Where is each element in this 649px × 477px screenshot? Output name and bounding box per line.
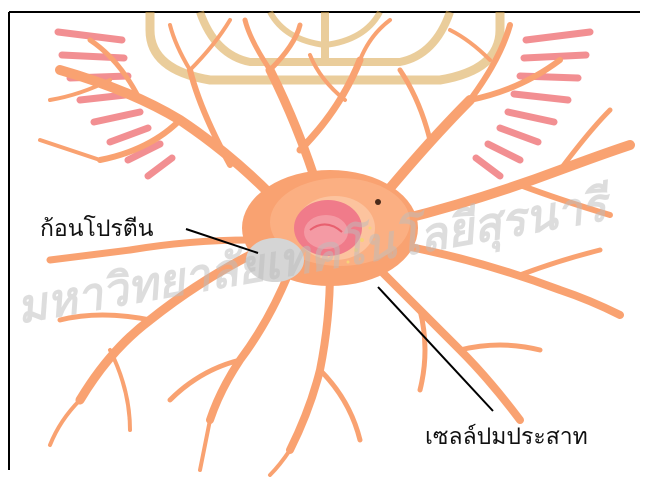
label-protein-clump: ก้อนโปรตีน [40,218,153,241]
label-nerve-cell: เซลล์ปมประสาท [425,426,588,449]
